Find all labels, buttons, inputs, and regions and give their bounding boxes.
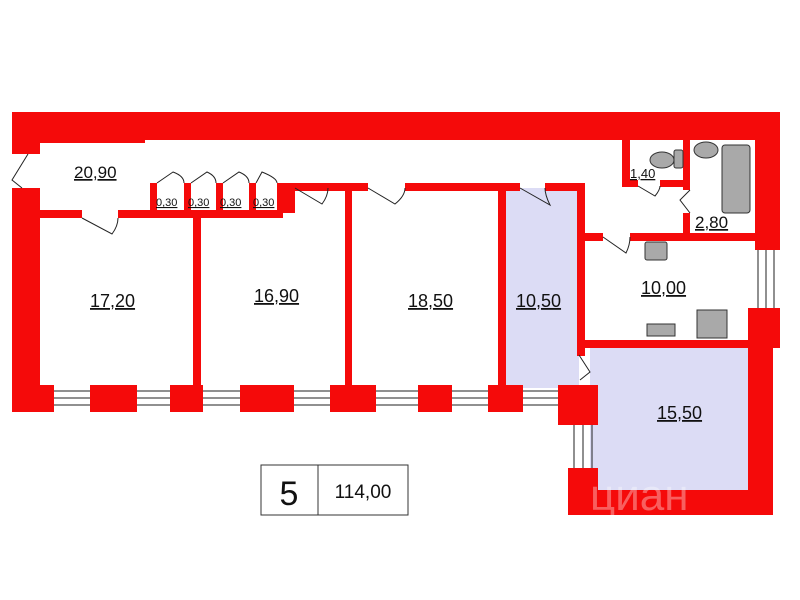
room-label-closet-3: 0,30 [220,197,241,209]
sink-icon [693,141,719,159]
fixtures [644,141,751,339]
summary-box: 5 114,00 [260,464,409,516]
room-label-closet-1: 0,30 [156,197,177,209]
watermark: циан [590,471,689,520]
room-label-closet-2: 0,30 [188,197,209,209]
room-label-room-4: 10,50 [516,291,561,311]
room-15-50-fill [590,345,752,493]
walls [12,112,780,515]
room-label-room-1: 17,20 [90,291,135,311]
room-label-wc: 1,40 [630,166,655,181]
rooms-count: 5 [280,475,299,513]
bathtub-icon [721,144,751,214]
windows [54,250,775,468]
room-label-closet-4: 0,30 [253,197,274,209]
room-label-corridor: 20,90 [74,163,117,182]
kitchen-sink-icon [644,241,668,261]
stove-icon [696,309,728,339]
room-label-room-3: 18,50 [408,291,453,311]
room-label-room-2: 16,90 [254,286,299,306]
room-10-50-fill [505,188,579,388]
room-label-kitchen: 10,00 [641,278,686,298]
room-label-room-5: 15,50 [657,403,702,423]
cooktop-icon [646,323,676,337]
doors [11,153,691,381]
total-area: 114,00 [335,482,392,503]
room-label-bathroom: 2,80 [695,213,728,232]
